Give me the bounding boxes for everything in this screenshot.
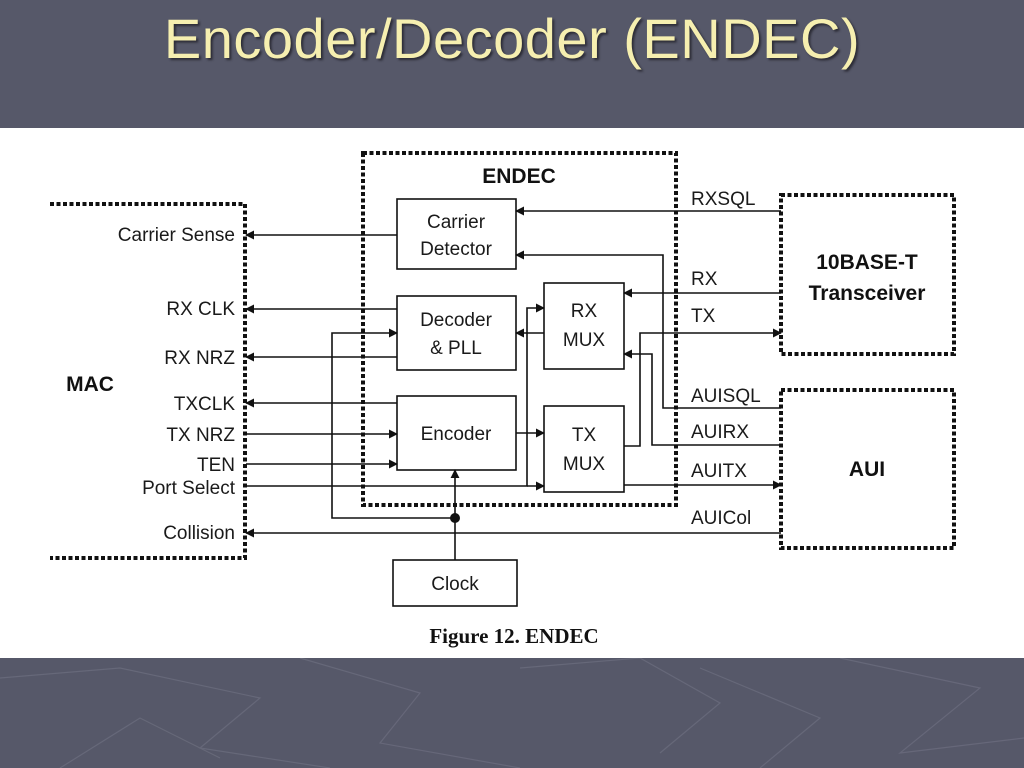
rx-label: RX	[691, 269, 718, 290]
rxsql-label: RXSQL	[691, 189, 755, 210]
carrier-sense-label: Carrier Sense	[118, 225, 235, 246]
transceiver-box	[779, 193, 956, 356]
carrier-detector-label-2: Detector	[420, 239, 492, 260]
background-pattern	[0, 658, 1024, 768]
tx-mux-block	[543, 405, 625, 493]
clock-block	[392, 559, 518, 607]
tx-mux-label-1: TX	[572, 425, 597, 446]
rx-nrz-label: RX NRZ	[164, 348, 235, 369]
auisql-label: AUISQL	[691, 386, 761, 407]
endec-boundary	[361, 151, 678, 507]
tx-nrz-label: TX NRZ	[166, 425, 235, 446]
auirx-label: AUIRX	[691, 422, 749, 443]
transceiver-label-1: 10BASE-T	[816, 251, 918, 274]
aui-label: AUI	[849, 458, 885, 481]
figure-caption: Figure 12. ENDEC	[429, 624, 598, 648]
auitx-label: AUITX	[691, 461, 747, 482]
encoder-label: Encoder	[421, 424, 492, 445]
aui-box	[779, 388, 956, 550]
collision-label: Collision	[163, 523, 235, 544]
decoder-pll-block	[396, 295, 517, 371]
endec-title: ENDEC	[482, 165, 556, 188]
carrier-detector-block	[396, 198, 517, 270]
ten-label: TEN	[197, 455, 235, 476]
mac-label: MAC	[66, 373, 114, 396]
port-select-wire	[246, 303, 545, 487]
clock-junction	[450, 513, 460, 523]
transceiver-label-2: Transceiver	[809, 282, 926, 305]
tx-mux-label-2: MUX	[563, 454, 606, 475]
auicol-label: AUICol	[691, 508, 751, 529]
mac-boundary	[50, 202, 247, 560]
rx-clk-label: RX CLK	[166, 299, 235, 320]
auirx-wire	[623, 349, 781, 446]
txclk-label: TXCLK	[174, 394, 236, 415]
rx-mux-label-2: MUX	[563, 330, 606, 351]
slide-title: Encoder/Decoder (ENDEC)	[163, 7, 861, 70]
rx-mux-block	[543, 282, 625, 370]
auisql-wire	[515, 250, 781, 409]
decoder-pll-label-1: Decoder	[420, 310, 492, 331]
rx-mux-label-1: RX	[571, 301, 598, 322]
clock-to-decoder-wire	[331, 328, 455, 519]
tx-label: TX	[691, 306, 716, 327]
tx-wire	[624, 328, 782, 447]
clock-label: Clock	[431, 574, 479, 595]
encoder-block	[396, 395, 517, 471]
port-select-label: Port Select	[142, 478, 236, 499]
carrier-detector-label-1: Carrier	[427, 212, 486, 233]
decoder-pll-label-2: & PLL	[430, 338, 482, 359]
diagram-panel: ENDEC MAC Carrier Sense RX CLK RX NRZ TX…	[0, 128, 1024, 658]
endec-diagram: ENDEC MAC Carrier Sense RX CLK RX NRZ TX…	[50, 151, 956, 648]
